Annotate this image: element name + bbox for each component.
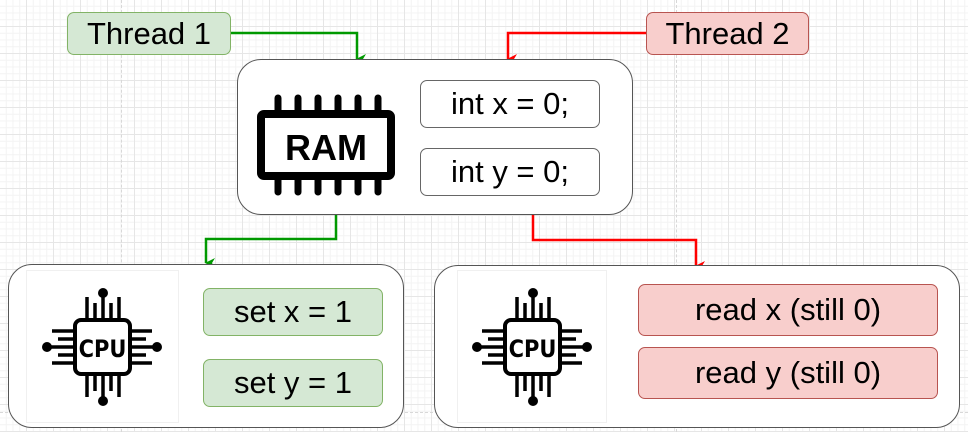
ram-variable-x-text: int x = 0; xyxy=(450,86,570,121)
cpu2-operation-read-y-text: read y (still 0) xyxy=(694,355,882,390)
cpu1-operation-set-y-text: set y = 1 xyxy=(233,365,353,400)
ram-to-cpu2-arrow xyxy=(531,215,705,271)
thread1-label-text: Thread 1 xyxy=(86,15,212,51)
cpu2-operation-read-x[interactable]: read x (still 0) xyxy=(638,284,938,336)
cpu2-operation-read-y[interactable]: read y (still 0) xyxy=(638,347,938,399)
thread2-label-text: Thread 2 xyxy=(665,15,790,51)
cpu2-icon-text: CPU xyxy=(509,336,557,364)
page-guide-vertical xyxy=(676,0,677,432)
ram-to-cpu1-arrow xyxy=(204,215,338,268)
ram-variable-x[interactable]: int x = 0; xyxy=(420,80,600,128)
page-guide-vertical xyxy=(121,0,122,432)
thread1-to-ram-arrow xyxy=(231,31,366,64)
thread2-to-ram-arrow xyxy=(506,31,646,64)
ram-icon-text: RAM xyxy=(285,127,367,168)
cpu-chip-icon: CPU xyxy=(472,288,592,406)
cpu1-operation-set-x-text: set x = 1 xyxy=(233,294,353,329)
cpu1-icon-text: CPU xyxy=(79,336,127,364)
cpu2-operation-read-x-text: read x (still 0) xyxy=(694,292,882,327)
ram-chip-icon: RAM xyxy=(257,94,395,196)
thread2-label[interactable]: Thread 2 xyxy=(646,12,809,55)
cpu1-operation-set-y[interactable]: set y = 1 xyxy=(203,359,383,407)
cpu1-operation-set-x[interactable]: set x = 1 xyxy=(203,288,383,336)
cpu-chip-icon: CPU xyxy=(42,288,162,406)
ram-variable-y[interactable]: int y = 0; xyxy=(420,148,600,196)
thread1-label[interactable]: Thread 1 xyxy=(67,12,231,55)
ram-variable-y-text: int y = 0; xyxy=(450,154,570,189)
